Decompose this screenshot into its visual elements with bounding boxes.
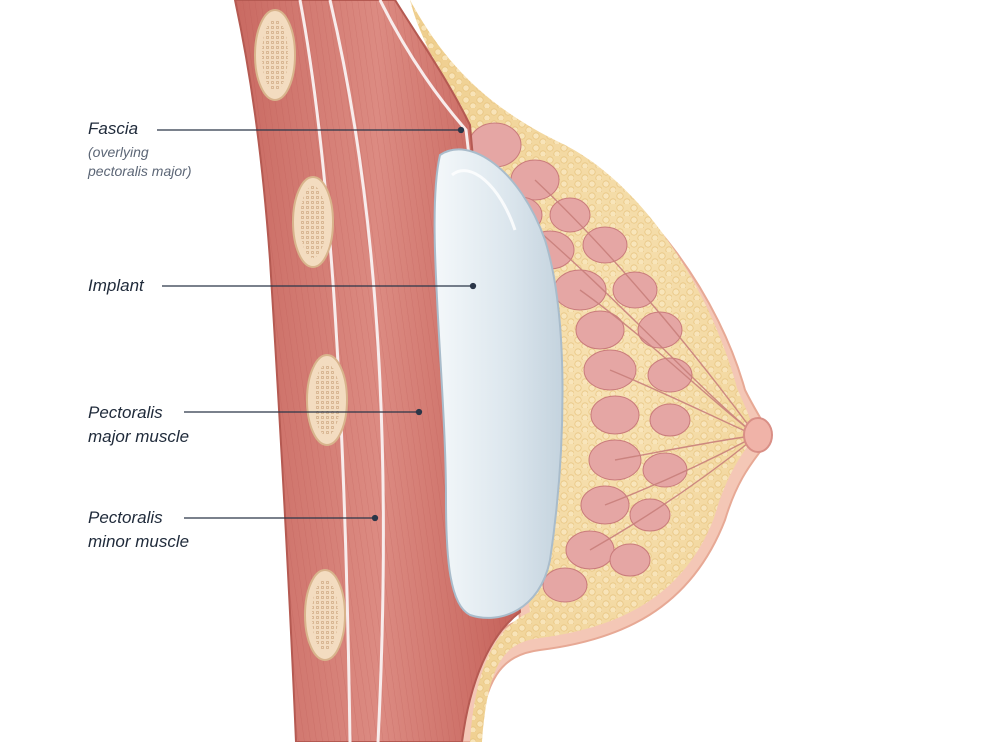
pec-major-label-line2: major muscle [88,427,190,446]
ribs [254,9,348,661]
lactiferous-ducts [519,179,753,551]
pec-minor-label-line2: minor muscle [88,532,190,551]
leader-lines [157,126,477,522]
implant-label: Implant [88,276,144,295]
pec-major-label-line1: Pectoralis [88,403,163,422]
implant-shape [433,148,564,619]
fascia-note-line2: pectoralis major) [88,163,192,179]
fascia-label: Fascia [88,119,139,138]
nipple [743,417,773,453]
pec-minor-label-line1: Pectoralis [88,508,163,527]
fascia-note-line1: (overlying [88,144,149,160]
